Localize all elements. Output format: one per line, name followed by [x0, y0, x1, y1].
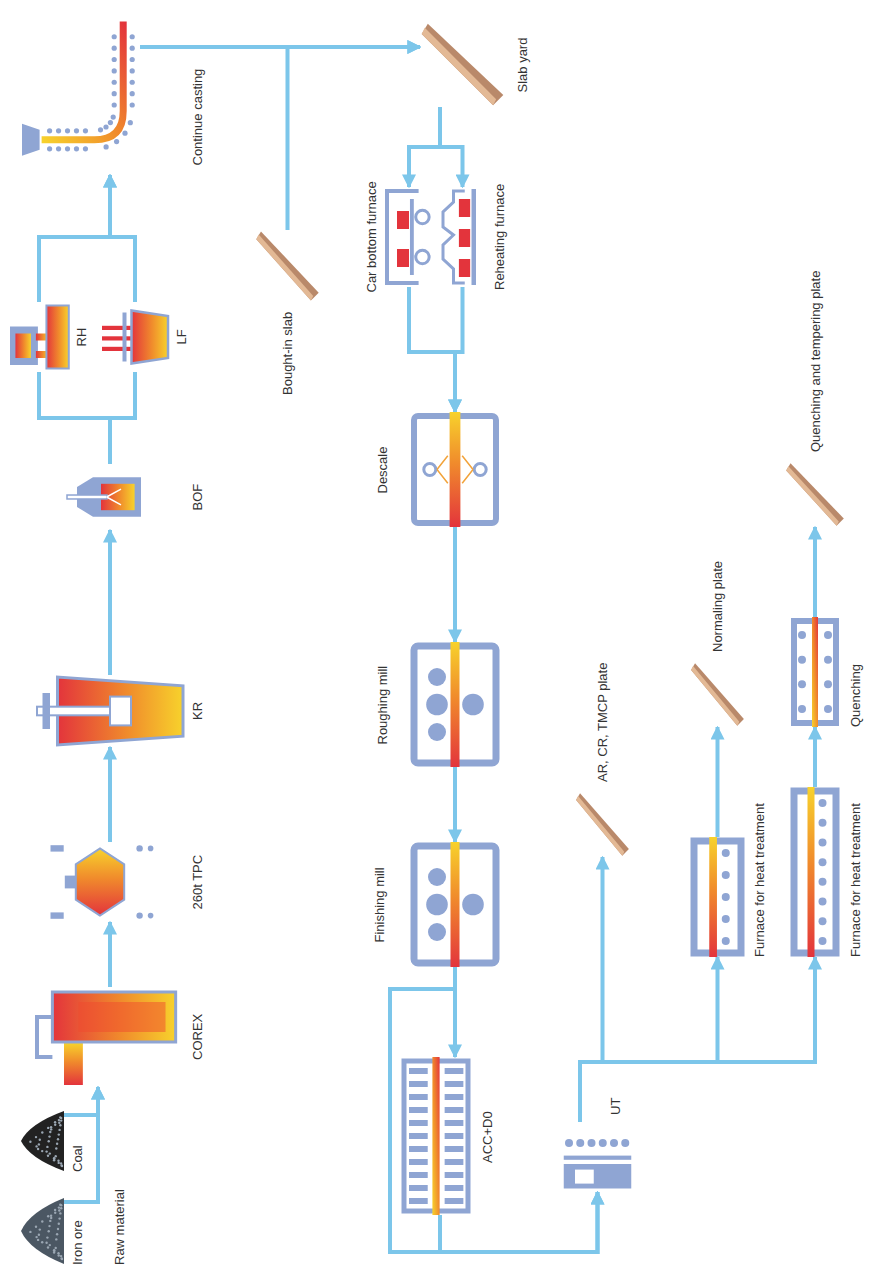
plate-product-icon	[690, 662, 745, 727]
car-bottom-furnace: Car bottom furnace	[385, 187, 433, 287]
iron-ore-pile: Iron ore	[18, 1197, 64, 1265]
corex-furnace: COREX	[35, 987, 180, 1087]
process-label: RH	[74, 328, 90, 347]
process-label: Bought-in slab	[280, 312, 296, 395]
process-label: UT	[608, 1098, 624, 1115]
slab-icon	[255, 230, 320, 302]
flow-arrow	[64, 1087, 98, 1202]
process-label: Finishing mill	[372, 867, 388, 942]
reheating-furnace: Reheating furnace	[440, 187, 485, 287]
process-label: Furnace for heat treatment	[848, 803, 864, 957]
flow-arrow	[813, 727, 817, 787]
flow-arrow	[455, 287, 463, 412]
flow-arrow	[453, 527, 457, 642]
torpedo-car: 260t TPC	[45, 842, 155, 922]
continuous-caster: Continue casting	[20, 15, 140, 175]
flow-arrow	[390, 967, 598, 1252]
flow-arrow	[580, 957, 718, 1122]
bof-converter-icon	[65, 464, 145, 530]
descaler: Descale	[410, 412, 500, 527]
kr-desulfurizer-icon	[35, 675, 185, 747]
ladle-furnace: LF	[100, 302, 170, 372]
process-label: Descale	[375, 447, 391, 494]
process-label: BOF	[190, 484, 206, 511]
process-label: Coal	[70, 1145, 86, 1172]
coal-pile: Coal	[18, 1110, 64, 1172]
flow-arrow	[409, 107, 440, 187]
quenching-unit-icon	[790, 617, 840, 727]
ladle-furnace-icon	[100, 302, 170, 372]
group-label: Raw material	[112, 1189, 128, 1265]
process-label: COREX	[190, 1014, 206, 1060]
process-label: 260t TPC	[190, 855, 206, 910]
rh-degasser-icon	[8, 302, 70, 372]
process-label: Reheating furnace	[492, 184, 508, 290]
flow-arrow	[580, 957, 815, 1122]
plate-product-icon	[785, 462, 845, 527]
process-label: Roughing mill	[375, 666, 391, 745]
flow-arrow	[453, 767, 457, 842]
finishing-mill: Finishing mill	[410, 842, 500, 967]
heat-treatment-furnace-icon	[690, 837, 745, 957]
flow-arrow	[409, 287, 455, 412]
heat-treatment-furnace: Furnace for heat treatment	[790, 787, 840, 957]
finishing-mill-icon	[410, 842, 500, 967]
continuous-caster-icon	[20, 15, 140, 175]
process-label: Quenching	[848, 664, 864, 727]
process-label: Iron ore	[70, 1220, 86, 1265]
flow-arrow	[108, 530, 112, 675]
flow-arrow	[64, 1087, 98, 1115]
flow-arrow	[108, 922, 112, 987]
acc-cooling: ACC+D0	[400, 1057, 472, 1215]
flow-arrow	[108, 747, 112, 842]
heat-treatment-furnace-icon	[790, 787, 840, 957]
ut-tester: UT	[560, 1122, 635, 1192]
process-label: Continue casting	[190, 69, 206, 166]
plate-product: AR, CR, TMCP plate	[575, 792, 630, 857]
process-label: ACC+D0	[480, 1111, 496, 1163]
process-label: Car bottom furnace	[364, 181, 380, 292]
process-label: Slab yard	[515, 38, 531, 93]
descaler-icon	[410, 412, 500, 527]
corex-furnace-icon	[35, 987, 180, 1087]
process-label: Quenching and tempering plate	[808, 271, 824, 452]
slab: Bought-in slab	[255, 230, 320, 302]
flow-arrow	[110, 175, 135, 302]
reheating-furnace-icon	[440, 187, 485, 287]
flow-arrow	[813, 527, 817, 617]
torpedo-car-icon	[45, 842, 155, 922]
quenching-unit: Quenching	[790, 617, 840, 727]
flow-arrow	[440, 1192, 598, 1252]
coal-pile-icon	[18, 1110, 64, 1172]
process-label: Furnace for heat treatment	[752, 803, 768, 957]
plate-product: Quenching and tempering plate	[785, 462, 845, 527]
ut-tester-icon	[560, 1122, 635, 1192]
car-bottom-furnace-icon	[385, 187, 433, 287]
process-label: LF	[174, 329, 190, 344]
slab-yard-icon	[420, 22, 505, 107]
rh-degasser: RH	[8, 302, 70, 372]
iron-ore-pile-icon	[18, 1197, 64, 1265]
flow-arrow	[288, 47, 421, 230]
process-label: Normaling plate	[710, 561, 726, 652]
flow-arrow	[110, 372, 135, 464]
flow-arrow	[580, 857, 603, 1122]
flow-arrow	[716, 727, 720, 837]
plate-product: Normaling plate	[690, 662, 745, 727]
flow-arrow	[440, 107, 463, 187]
bof-converter: BOF	[65, 464, 145, 530]
process-label: AR, CR, TMCP plate	[595, 663, 611, 782]
process-label: KR	[190, 702, 206, 720]
roughing-mill: Roughing mill	[410, 642, 500, 767]
kr-desulfurizer: KR	[35, 675, 185, 747]
roughing-mill-icon	[410, 642, 500, 767]
flow-arrow	[39, 372, 110, 464]
acc-cooling-icon	[400, 1057, 472, 1215]
heat-treatment-furnace: Furnace for heat treatment	[690, 837, 745, 957]
plate-product-icon	[575, 792, 630, 857]
slab-yard: Slab yard	[420, 22, 505, 107]
flow-arrow	[39, 175, 110, 302]
